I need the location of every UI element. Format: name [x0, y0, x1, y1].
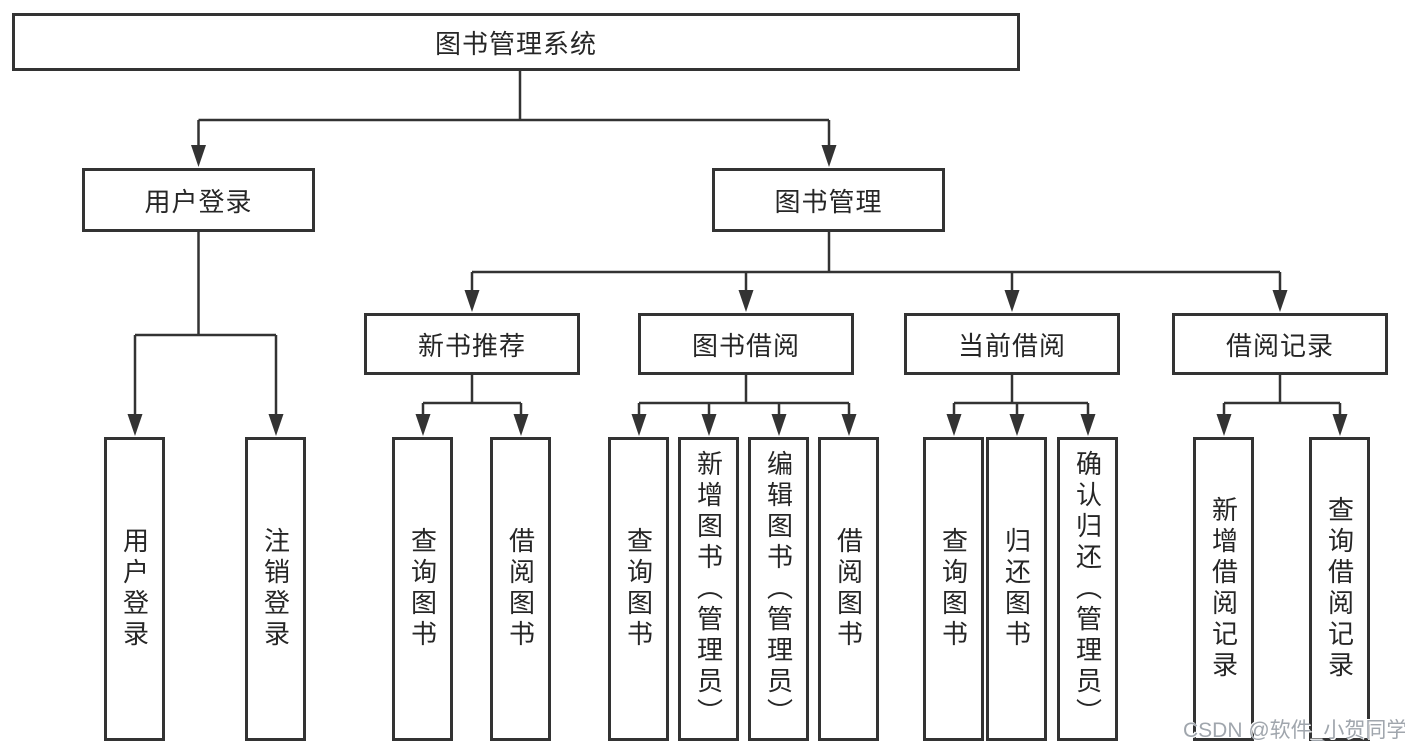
arrowhead-icon: [1216, 414, 1232, 436]
csdn-watermark: CSDN @软件_小贺同学: [1183, 719, 1405, 742]
arrowhead-icon: [464, 290, 480, 312]
arrowhead-icon: [1004, 290, 1020, 312]
arrowhead-icon: [771, 414, 787, 436]
arrowhead-icon: [1272, 290, 1288, 312]
leaf-add-borrow-record: 新增借阅记录: [1193, 437, 1254, 741]
arrowhead-icon: [946, 414, 962, 436]
arrowhead-icon: [268, 414, 284, 436]
arrowhead-icon: [1009, 414, 1025, 436]
arrowhead-icon: [1080, 414, 1096, 436]
arrowhead-icon: [1332, 414, 1348, 436]
arrowhead-icon: [821, 145, 837, 167]
arrowhead-icon: [841, 414, 857, 436]
node-borrow-records: 借阅记录: [1172, 313, 1388, 375]
arrowhead-icon: [127, 414, 143, 436]
leaf-logout: 注销登录: [245, 437, 306, 741]
root-node-library-system: 图书管理系统: [12, 13, 1020, 71]
leaf-add-book-admin: 新增图书（管理员）: [678, 437, 739, 741]
leaf-query-borrow-record: 查询借阅记录: [1309, 437, 1370, 741]
node-new-book-recommend: 新书推荐: [364, 313, 580, 375]
node-user-login: 用户登录: [82, 168, 315, 232]
leaf-confirm-return-admin: 确认归还（管理员）: [1057, 437, 1118, 741]
arrowhead-icon: [738, 290, 754, 312]
arrowhead-icon: [701, 414, 717, 436]
arrowhead-icon: [191, 145, 206, 167]
arrowhead-icon: [513, 414, 529, 436]
leaf-borrow-book: 借阅图书: [818, 437, 879, 741]
leaf-edit-book-admin: 编辑图书（管理员）: [748, 437, 809, 741]
leaf-user-login: 用户登录: [104, 437, 165, 741]
leaf-recommend-query-book: 查询图书: [392, 437, 453, 741]
leaf-borrow-query-book: 查询图书: [608, 437, 669, 741]
leaf-recommend-borrow-book: 借阅图书: [490, 437, 551, 741]
node-book-borrow: 图书借阅: [638, 313, 854, 375]
arrowhead-icon: [415, 414, 431, 436]
leaf-current-query-book: 查询图书: [923, 437, 984, 741]
node-current-borrow: 当前借阅: [904, 313, 1120, 375]
node-book-management: 图书管理: [712, 168, 945, 232]
arrowhead-icon: [631, 414, 647, 436]
leaf-return-book: 归还图书: [986, 437, 1047, 741]
